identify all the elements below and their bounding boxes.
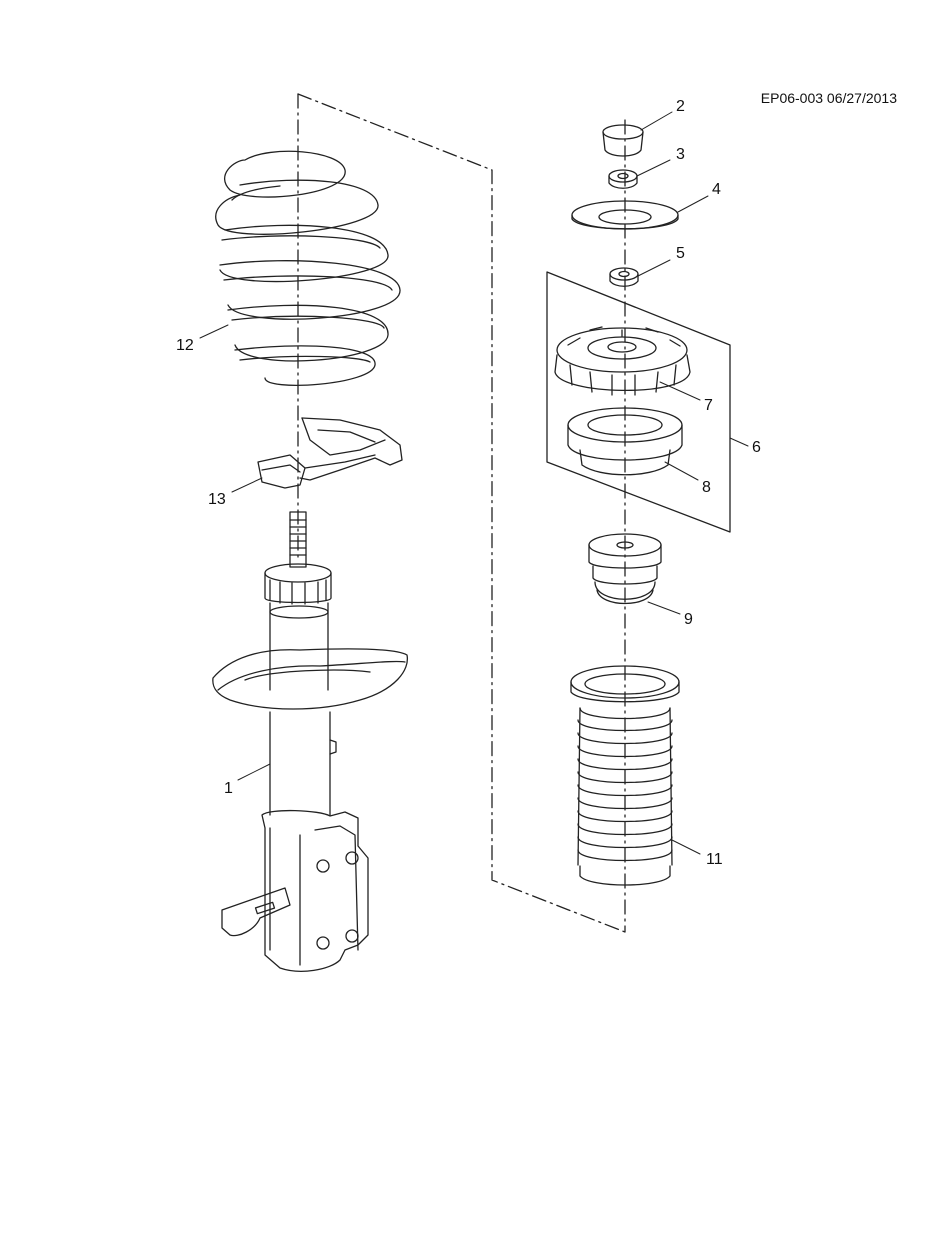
hex-nut-lower: [609, 267, 639, 287]
leader-lines: [199, 111, 749, 855]
assembly-frame-line: [297, 93, 626, 933]
hex-nut-upper: [608, 169, 638, 189]
callout-3: 3: [676, 146, 685, 163]
strut-mount: [554, 326, 691, 396]
dust-boot: [570, 665, 680, 886]
callout-7: 7: [704, 397, 713, 414]
callout-6: 6: [752, 439, 761, 456]
callout-13: 13: [208, 491, 226, 508]
callout-4: 4: [712, 181, 721, 198]
dust-cap: [602, 124, 644, 157]
strut-bearing: [567, 407, 683, 476]
callout-2: 2: [676, 98, 685, 115]
kit-frame: [546, 271, 731, 533]
callout-5: 5: [676, 245, 685, 262]
callout-8: 8: [702, 479, 711, 496]
callout-1: 1: [224, 780, 233, 797]
drawing-reference-code: EP06-003 06/27/2013: [760, 90, 897, 106]
coil-spring: [215, 150, 401, 386]
callout-11: 11: [706, 851, 723, 868]
spring-seat-insulator: [257, 417, 403, 489]
strut-assembly: [212, 511, 408, 972]
jounce-bumper: [588, 533, 662, 605]
callout-12: 12: [176, 337, 194, 354]
mount-washer: [571, 200, 679, 230]
callout-9: 9: [684, 611, 693, 628]
